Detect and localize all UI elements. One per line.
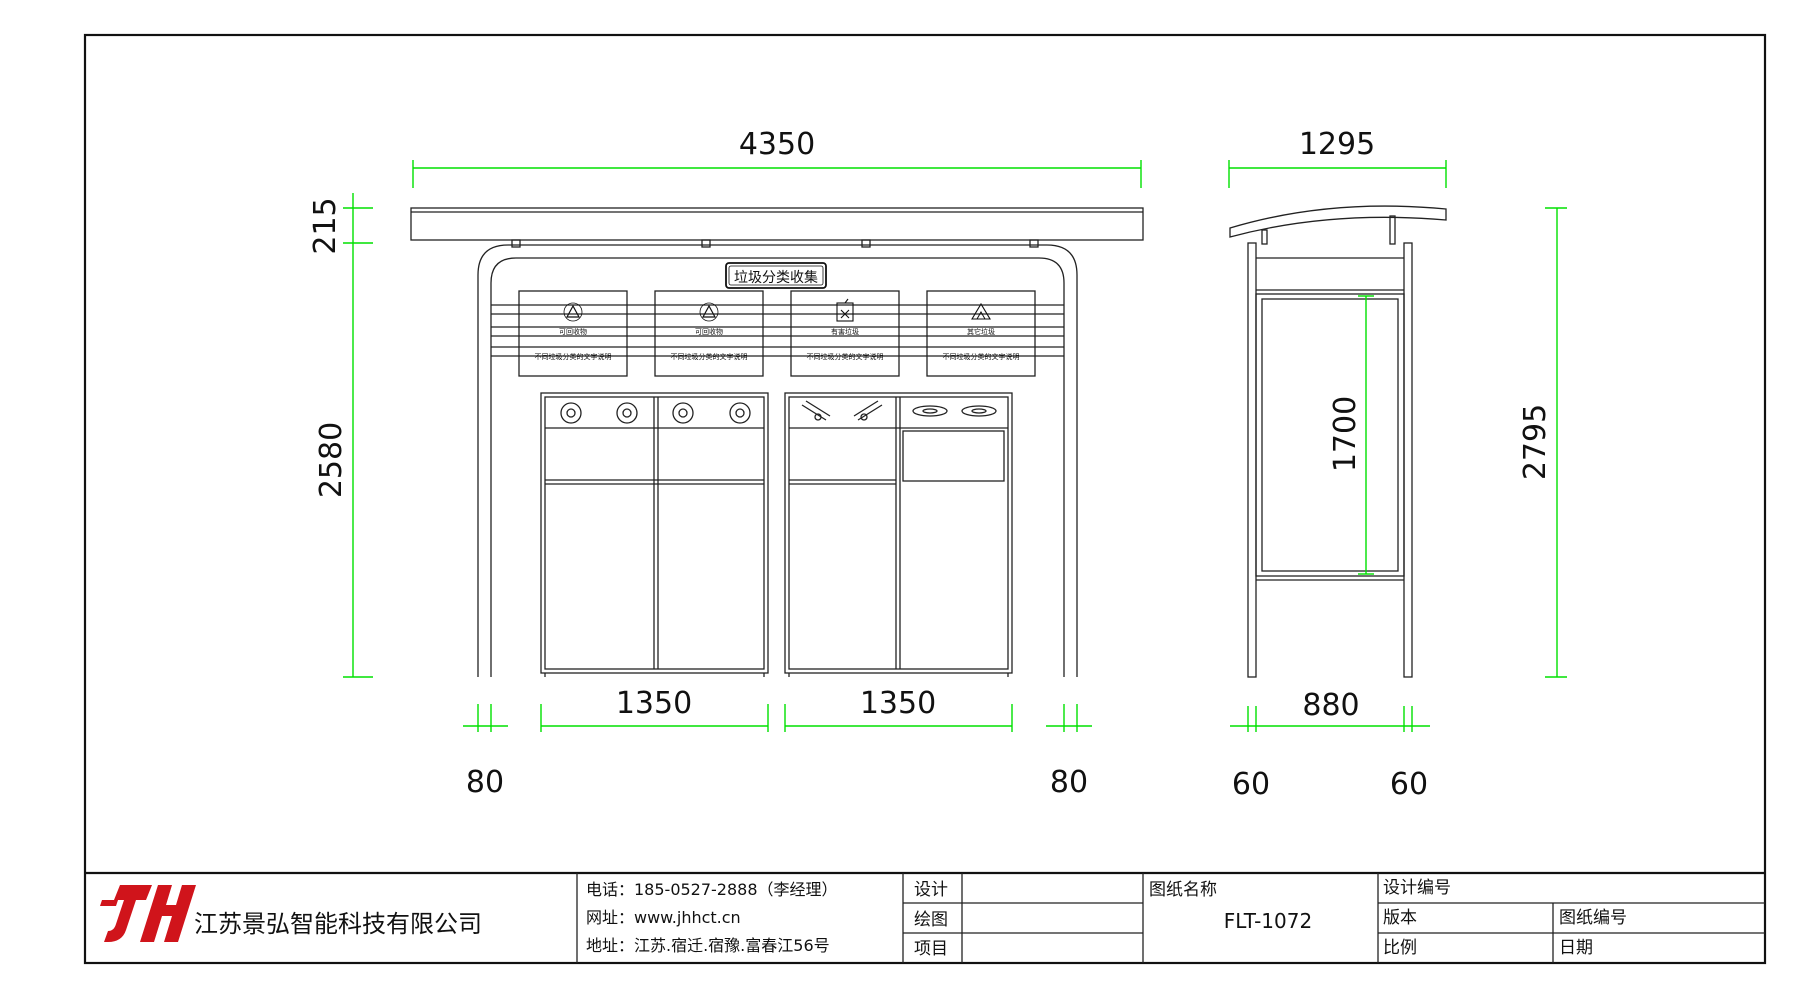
panel-note: 不同垃圾分类的文字说明	[943, 352, 1020, 361]
dim-front-height: 2580	[314, 422, 349, 498]
signage-panel: 其它垃圾 不同垃圾分类的文字说明	[926, 290, 1036, 377]
draw-label: 绘图	[914, 910, 948, 930]
panel-category: 其它垃圾	[967, 327, 995, 336]
company-name: 江苏景弘智能科技有限公司	[194, 910, 482, 938]
version-label: 版本	[1383, 908, 1417, 928]
drawing-name-label: 图纸名称	[1149, 880, 1217, 900]
dim-bin-group-left: 1350	[616, 686, 692, 721]
dim-post-right: 80	[1050, 765, 1088, 800]
side-post-front	[1247, 242, 1257, 678]
side-post-back	[1403, 242, 1413, 678]
panel-note: 不同垃圾分类的文字说明	[671, 352, 748, 361]
hazardous-icon	[836, 298, 854, 322]
dim-side-total-height: 2795	[1518, 404, 1553, 480]
signage-panel: 有害垃圾 不同垃圾分类的文字说明	[790, 290, 900, 377]
contact-phone: 电话：185-0527-2888（李经理）	[586, 880, 838, 899]
drawing-name: FLT-1072	[1224, 909, 1312, 933]
signage-panel: 可回收物 不同垃圾分类的文字说明	[654, 290, 764, 377]
dim-front-width: 4350	[739, 127, 815, 162]
dimension-lines	[343, 160, 1567, 732]
dim-side-post-left: 60	[1232, 767, 1270, 802]
panel-category: 有害垃圾	[831, 327, 859, 336]
project-label: 项目	[914, 939, 948, 959]
other-waste-icon	[971, 302, 991, 320]
panel-note: 不同垃圾分类的文字说明	[535, 352, 612, 361]
dim-post-left: 80	[466, 765, 504, 800]
drawing-no-label: 图纸编号	[1559, 908, 1627, 928]
front-elevation: 垃圾分类收集 可回收物 不同垃圾分类的文字说明 可回收物 不同垃圾分类的文字说明	[410, 207, 1144, 677]
dim-side-width: 1295	[1299, 127, 1375, 162]
recycle-icon	[699, 302, 719, 322]
panel-note: 不同垃圾分类的文字说明	[807, 352, 884, 361]
panel-category: 可回收物	[695, 327, 723, 336]
bin-cabinet-right	[784, 392, 1013, 677]
design-no-label: 设计编号	[1383, 878, 1451, 898]
drawing-border	[83, 33, 1767, 965]
design-label: 设计	[914, 880, 948, 900]
front-roof	[410, 207, 1144, 241]
front-frame-outer	[477, 244, 1078, 677]
scale-label: 比例	[1383, 938, 1417, 958]
title-block: 江苏景弘智能科技有限公司 电话：185-0527-2888（李经理） 网址：ww…	[85, 871, 1765, 963]
side-roof	[1229, 205, 1447, 238]
dim-side-panel-height: 1700	[1328, 396, 1363, 472]
side-elevation	[1229, 205, 1447, 678]
front-frame-inner	[490, 257, 1065, 677]
signage-header: 垃圾分类收集	[734, 269, 818, 286]
dim-roof-height: 215	[308, 197, 343, 254]
recycle-icon	[563, 302, 583, 322]
company-logo	[100, 885, 196, 942]
panel-category: 可回收物	[559, 327, 587, 336]
signage-header-box	[725, 262, 827, 289]
date-label: 日期	[1559, 938, 1593, 958]
dim-bin-group-right: 1350	[860, 686, 936, 721]
bin-cabinet-left	[540, 392, 769, 677]
contact-address: 地址：江苏.宿迁.宿豫.富春江56号	[586, 936, 830, 955]
dim-side-post-right: 60	[1390, 767, 1428, 802]
dim-side-depth: 880	[1302, 688, 1359, 723]
contact-website: 网址：www.jhhct.cn	[586, 908, 741, 927]
signage-panel: 可回收物 不同垃圾分类的文字说明	[518, 290, 628, 377]
